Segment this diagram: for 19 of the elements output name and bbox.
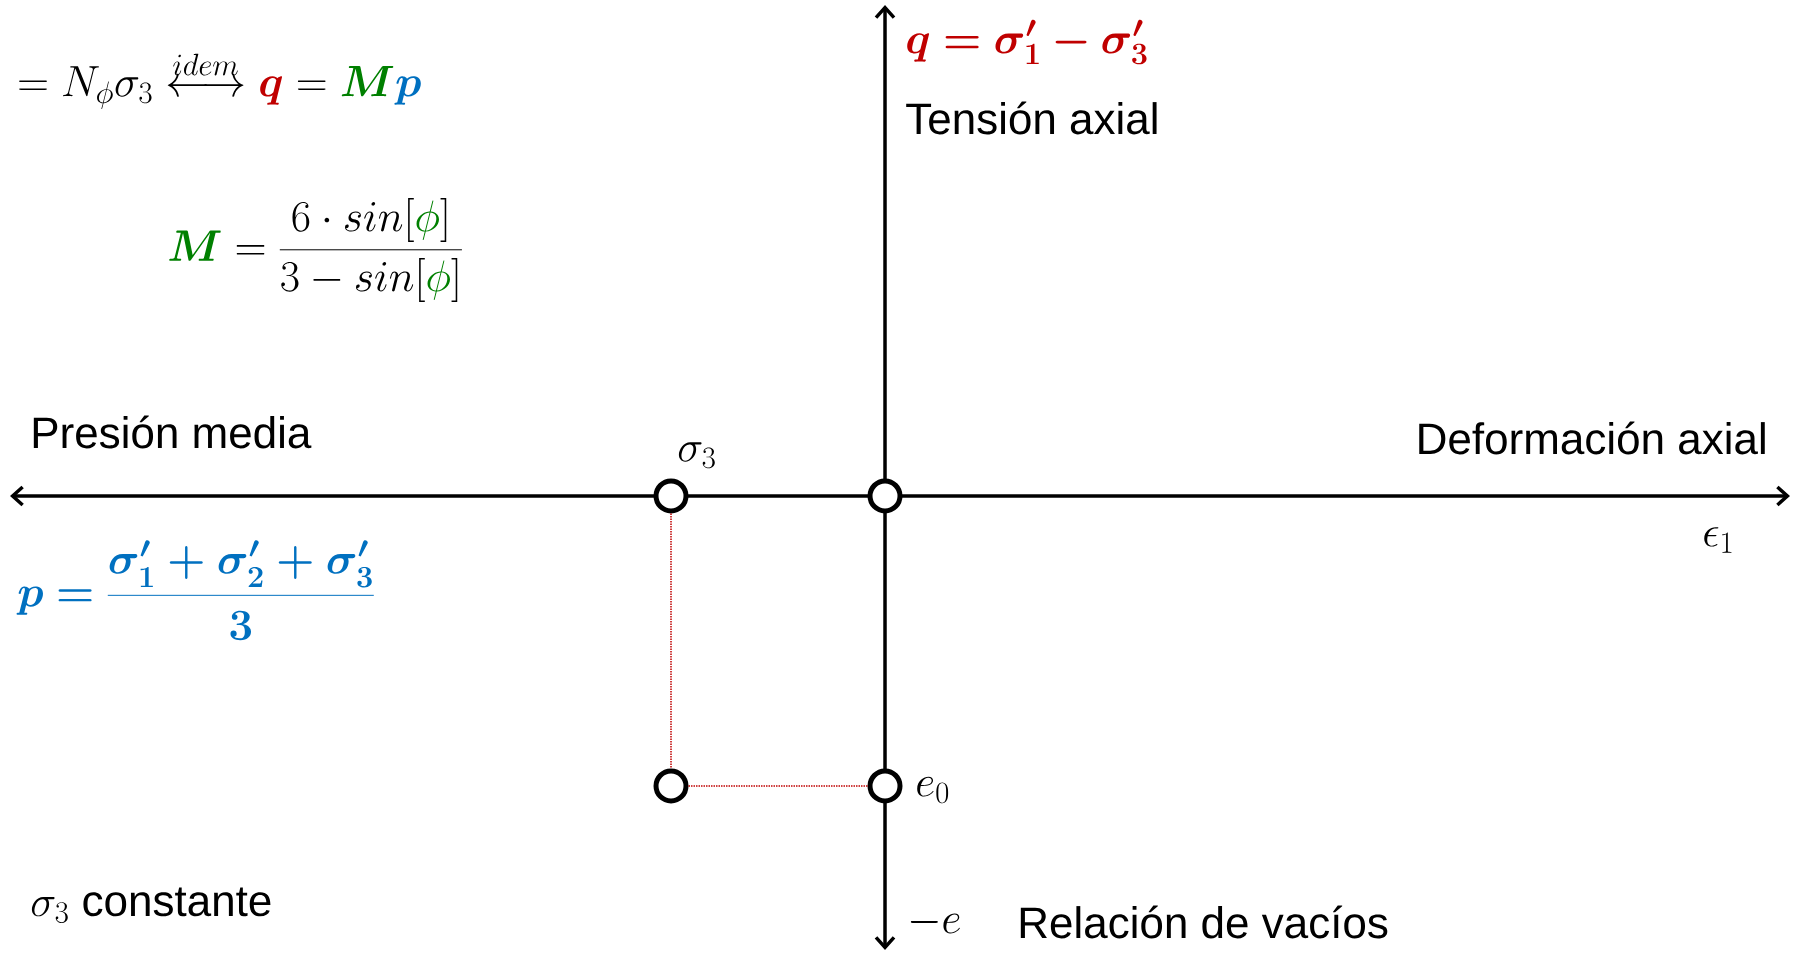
- axis-label: Deformación axial: [1419, 421, 1765, 455]
- dotted-line: [687, 785, 869, 787]
- point-label: $\sigma_3$: [678, 442, 715, 469]
- axis-label: Relación de vacíos: [1020, 905, 1388, 939]
- circle-marker: [653, 768, 689, 804]
- formula: $\bm{p = \frac{\sigma'_1 + \sigma'_2 + \sigma'_3}{3}}$: [16, 540, 374, 641]
- formula: $= N_{\phi}\sigma_3 \overset{idem}{\longleftrightarrow} \textcolor[HTML]{C00000}{\bm{q}} = \textcolor[HTML]{008000}{\bm{M}}\textcolor[HTML]{0070C0}{\bm{p}}$: [19, 53, 421, 110]
- point-label: $e_0$: [917, 776, 949, 804]
- circle-marker: [867, 478, 903, 514]
- formula: $\epsilon_1$: [1704, 527, 1732, 553]
- formula: $\sigma_3 \text{ constante}$: [31, 887, 271, 923]
- circle-marker: [653, 478, 689, 514]
- formula: $-e$: [910, 913, 960, 934]
- formula: $\bm{q = \sigma'_1 - \sigma'_3}$: [907, 19, 1147, 65]
- dotted-line: [670, 512, 672, 770]
- circle-marker: [867, 768, 903, 804]
- axis-label: Presión media: [33, 415, 312, 449]
- axis-label: Tensión axial: [906, 101, 1157, 135]
- formula: $\textcolor[HTML]{008000}{\bm{M}} = \frac{6 \cdot sin[\textcolor[HTML]{008000}{\phi}]}{3 - sin[\textcolor[HTML]{008000}{\phi}]}$: [169, 198, 462, 302]
